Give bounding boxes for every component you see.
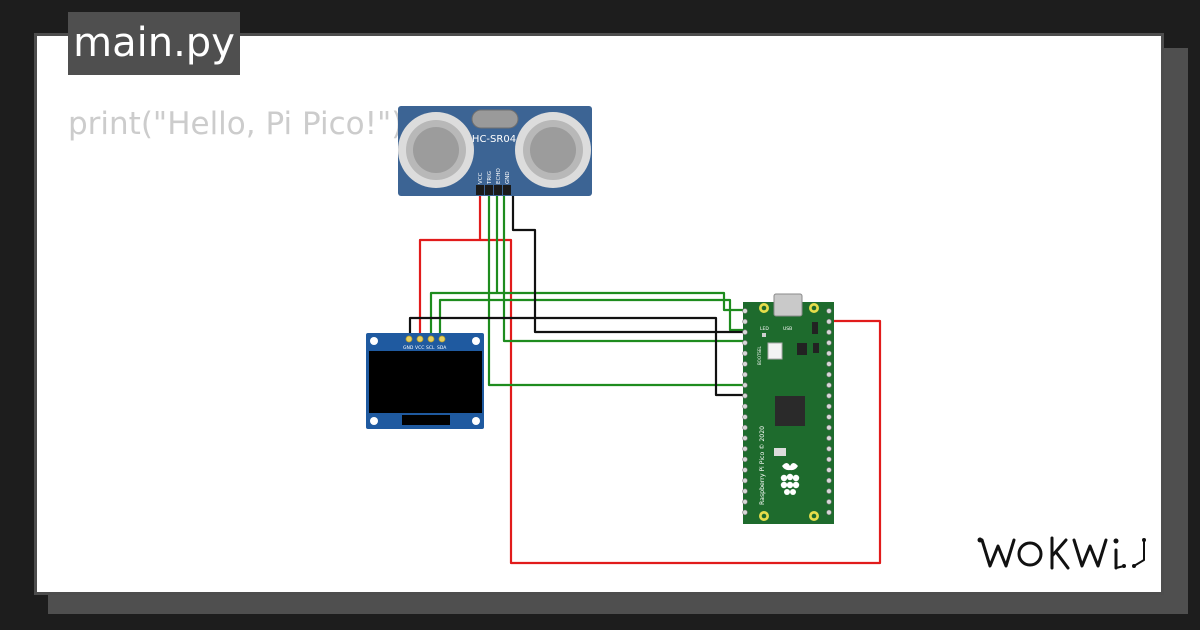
pico-pin-right-17[interactable]: [826, 477, 832, 484]
pico-pin-headers: [742, 308, 832, 516]
pico-pin-right-6[interactable]: [826, 361, 832, 367]
wire-gnd-oled[interactable]: [408, 316, 748, 397]
pico-pin-left-11[interactable]: [742, 414, 748, 420]
pico-pin-left-16[interactable]: [742, 467, 748, 473]
pico-pin-right-8[interactable]: [826, 382, 832, 388]
hc-sr04-sensor[interactable]: HC-SR04 VCC TRIG ECHO GND: [398, 106, 592, 196]
sensor-pin-vcc[interactable]: [476, 185, 484, 195]
sensor-pin-trig[interactable]: [485, 185, 493, 195]
pico-pin-right-5[interactable]: [826, 350, 832, 357]
pico-pin-right-1[interactable]: [826, 308, 832, 314]
pico-pin-right-18[interactable]: [826, 488, 832, 494]
pico-pin-left-8[interactable]: [742, 382, 748, 388]
wires: [408, 195, 882, 565]
wire-echo-2[interactable]: [502, 195, 748, 343]
sensor-pin-label-gnd: GND: [505, 171, 511, 184]
pico-pin-right-9[interactable]: [826, 393, 832, 399]
pico-board-label: Raspberry Pi Pico © 2020: [758, 426, 766, 505]
sensor-transducer-left: [398, 112, 474, 188]
pico-pin-right-20[interactable]: [826, 509, 832, 516]
pico-pin-left-10[interactable]: [742, 403, 748, 410]
pico-pin-right-14[interactable]: [826, 446, 832, 452]
pico-bootsel-button[interactable]: [767, 342, 783, 360]
sensor-pin-label-trig: TRIG: [487, 171, 493, 185]
pico-pin-left-2[interactable]: [742, 318, 748, 325]
pico-pin-right-16[interactable]: [826, 467, 832, 473]
wire-vcc-pico[interactable]: [480, 238, 882, 565]
code-line: print("Hello, Pi Pico!"): [68, 106, 404, 142]
oled-pin-vcc[interactable]: [416, 335, 424, 343]
pico-pin-left-14[interactable]: [742, 446, 748, 452]
pico-bootsel-label: BOOTSEL: [757, 346, 762, 365]
oled-pin-gnd[interactable]: [405, 335, 413, 343]
oled-pin-label-sda: SDA: [437, 345, 447, 351]
sensor-pin-echo[interactable]: [494, 185, 502, 195]
simulation-canvas[interactable]: [34, 33, 1164, 595]
oled-pin-label-gnd: GND: [403, 345, 414, 351]
sensor-pin-gnd[interactable]: [503, 185, 511, 195]
pico-pin-left-12[interactable]: [742, 424, 748, 431]
pico-led-label: LED: [760, 326, 769, 332]
file-tab[interactable]: main.py: [68, 12, 240, 75]
pico-pin-left-18[interactable]: [742, 488, 748, 494]
pico-pin-right-3[interactable]: [826, 329, 832, 335]
pico-pin-left-15[interactable]: [742, 456, 748, 463]
wire-echo[interactable]: [495, 195, 748, 312]
pico-pin-left-7[interactable]: [742, 371, 748, 378]
pico-pin-right-7[interactable]: [826, 371, 832, 378]
oled-display[interactable]: GND VCC SCL SDA: [366, 333, 484, 429]
oled-pin-label-vcc: VCC: [415, 345, 424, 351]
pico-pin-left-1[interactable]: [742, 308, 748, 314]
wokwi-logo: [977, 536, 1146, 570]
pico-pin-right-12[interactable]: [826, 424, 832, 431]
oled-pin-label-scl: SCL: [426, 345, 435, 351]
pico-pin-right-15[interactable]: [826, 456, 832, 463]
pico-pin-right-10[interactable]: [826, 403, 832, 410]
wire-sda[interactable]: [429, 291, 497, 340]
raspberry-pi-pico[interactable]: LED USB BOOTSEL Raspberry Pi Pico © 2020: [742, 293, 834, 524]
pico-pin-right-19[interactable]: [826, 499, 832, 505]
pico-usb-label: USB: [783, 326, 792, 332]
pico-pin-left-20[interactable]: [742, 509, 748, 516]
pico-pin-right-13[interactable]: [826, 435, 832, 441]
pico-rp2040-chip: [775, 396, 805, 426]
wire-gnd-sensor[interactable]: [511, 195, 748, 334]
oled-screen: [369, 351, 482, 413]
pico-usb-connector: [773, 293, 803, 317]
pico-pin-left-6[interactable]: [742, 361, 748, 367]
sensor-pin-label-vcc: VCC: [478, 172, 484, 184]
pico-pin-right-4[interactable]: [826, 340, 832, 346]
pico-pin-left-3[interactable]: [742, 329, 748, 335]
pico-pin-left-9[interactable]: [742, 393, 748, 399]
sensor-transducer-right: [515, 112, 591, 188]
wire-vcc-oled[interactable]: [418, 195, 482, 340]
pico-pin-right-11[interactable]: [826, 414, 832, 420]
pico-pin-left-13[interactable]: [742, 435, 748, 441]
pico-pin-right-2[interactable]: [826, 318, 832, 325]
sensor-pin-label-echo: ECHO: [496, 168, 502, 184]
wire-scl[interactable]: [438, 298, 748, 340]
pico-pin-left-4[interactable]: [742, 340, 748, 346]
raspberry-logo-icon: [780, 463, 800, 495]
sensor-label: HC-SR04: [472, 134, 516, 145]
pico-pin-left-5[interactable]: [742, 350, 748, 357]
oled-pin-scl[interactable]: [427, 335, 435, 343]
pico-pin-left-17[interactable]: [742, 477, 748, 484]
pico-pin-left-19[interactable]: [742, 499, 748, 505]
oled-pin-sda[interactable]: [438, 335, 446, 343]
wire-trig[interactable]: [487, 195, 748, 387]
